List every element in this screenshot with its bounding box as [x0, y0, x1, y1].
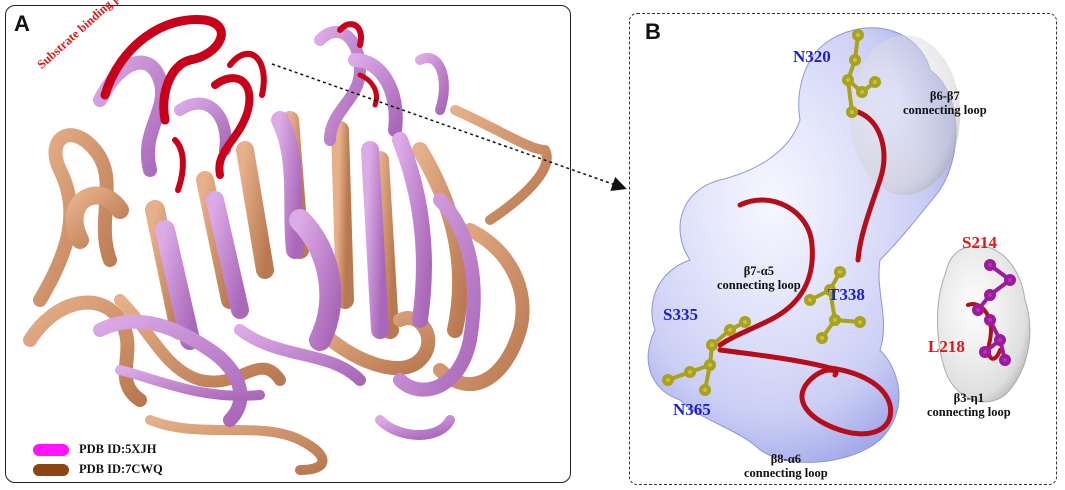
loop-label-b3-n1: β3-η1 connecting loop — [927, 391, 1011, 420]
stick-residue-s335-n365 — [662, 316, 751, 396]
panel-b-frame — [629, 13, 1057, 485]
residue-label-n365: N365 — [673, 400, 711, 419]
legend-item-7cwq: PDB ID:7CWQ — [33, 462, 163, 477]
residue-label-t338: T338 — [828, 285, 865, 304]
residue-label-n320: N320 — [793, 47, 831, 66]
panel-a-frame — [5, 5, 571, 483]
legend-swatch-5xjh — [33, 443, 69, 456]
panel-a-letter: A — [14, 11, 30, 36]
residue-label-s214: S214 — [962, 233, 997, 252]
residue-label-s335: S335 — [663, 305, 698, 324]
loop-label-b7-a5: β7-α5 connecting loop — [717, 264, 801, 293]
loop-label-b6-b7: β6-β7 connecting loop — [903, 89, 987, 118]
stick-residue-n320 — [842, 29, 881, 118]
legend-label-7cwq: PDB ID:7CWQ — [79, 462, 163, 476]
stick-residue-t338 — [804, 266, 866, 344]
legend-swatch-7cwq — [33, 463, 69, 476]
legend-item-5xjh: PDB ID:5XJH — [33, 442, 156, 457]
ribbon-5xjh — [93, 26, 481, 440]
residue-label-l218: L218 — [928, 337, 965, 356]
loop-label-b8-a6: β8-α6 connecting loop — [744, 452, 828, 481]
stick-residue-s214-l218 — [972, 259, 1016, 366]
legend-label-5xjh: PDB ID:5XJH — [79, 442, 157, 456]
binding-plateau-loops — [100, 14, 379, 193]
panel-b-letter: B — [645, 19, 661, 44]
molecular-surface-side — [937, 245, 1031, 403]
